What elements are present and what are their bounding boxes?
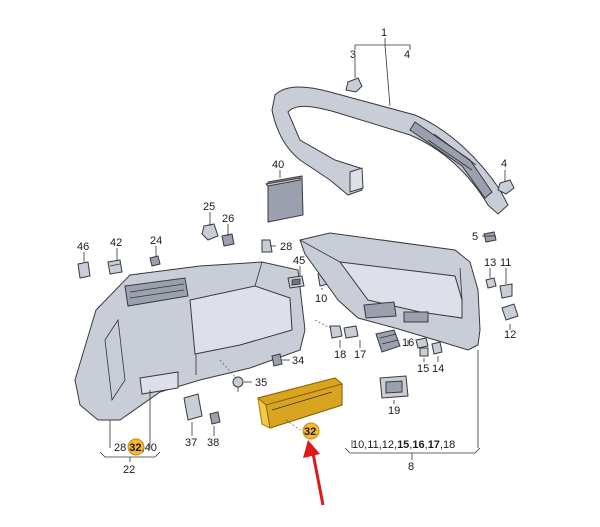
group8-part: 15 [397, 439, 409, 451]
part-38-screw [209, 411, 221, 425]
part-5-screw [483, 231, 497, 243]
part-46-clip [77, 261, 91, 279]
callout-18: 18 [334, 349, 346, 361]
part-32-storage-box [256, 377, 344, 429]
part-14-clip [431, 341, 443, 355]
callout-40: 40 [272, 159, 284, 171]
part-3-clip [345, 77, 363, 93]
callout-34: 34 [292, 355, 304, 367]
part-34-screw [271, 353, 283, 367]
group8-part: 17 [428, 439, 440, 451]
group22-highlight-text: 32 [129, 442, 141, 454]
callout-19: 19 [388, 405, 400, 417]
part-45-bracket [287, 275, 305, 289]
callout-4: 4 [501, 158, 507, 170]
group22-highlight [127, 438, 145, 456]
group22-label: 28 32,40 [114, 442, 157, 454]
callout-labels: 1 3 4 4 5 40 25 26 28 46 42 24 45 10 13 … [77, 27, 516, 476]
callout-42: 42 [110, 237, 122, 249]
callout-10: 10 [315, 293, 327, 305]
callout-32: 32 [304, 426, 316, 438]
callout-14: 14 [432, 363, 444, 375]
group8-part: , [425, 439, 428, 451]
part-18-clip [329, 325, 359, 339]
part-19-switch [379, 375, 409, 399]
callout-45: 45 [293, 255, 305, 267]
callout-4: 4 [404, 49, 410, 61]
callout-5: 5 [472, 231, 478, 243]
part-13-clip [485, 277, 497, 289]
callout-12: 12 [504, 329, 516, 341]
part-1-upper-trim [271, 86, 509, 215]
callout-13: 13 [484, 257, 496, 269]
leader-lines [83, 38, 511, 462]
callout-8: 8 [408, 461, 414, 473]
part-26-screw [221, 233, 235, 247]
part-40-panel [264, 175, 304, 223]
group8-part: 10,11,12, [352, 439, 397, 451]
callout-28: 28 [280, 241, 292, 253]
part-28-clip [261, 239, 273, 253]
part-35-clip [232, 376, 244, 392]
callout-46: 46 [77, 241, 89, 253]
part-16-clip [415, 337, 429, 349]
callout-24: 24 [150, 235, 162, 247]
part-22-side-trim [74, 261, 306, 421]
part-24-screw [149, 255, 161, 267]
callout-25: 25 [203, 201, 215, 213]
callout-1: 1 [381, 27, 387, 39]
red-arrow [303, 440, 325, 506]
part-15-clip [419, 347, 429, 357]
part-8-tailgate-trim [299, 232, 481, 351]
callout-17: 17 [354, 349, 366, 361]
callout-22: 22 [123, 464, 135, 476]
callout-15: 15 [417, 363, 429, 375]
group8-part: ,18 [440, 439, 455, 451]
group22-post: ,40 [142, 442, 157, 454]
group8-label: 10,11,12,15,16,17,18 [352, 439, 455, 451]
part-4-clip [497, 179, 515, 195]
part-17-vent [375, 329, 401, 353]
part-25-clip [201, 223, 219, 241]
group22-pre: 28 [114, 442, 129, 454]
part-12-clip [501, 303, 519, 321]
callout-37: 37 [185, 437, 197, 449]
callout-16: 16 [402, 337, 414, 349]
callout-26: 26 [222, 213, 234, 225]
callout-11: 11 [500, 257, 511, 269]
part-37-bracket [183, 393, 203, 421]
callout-32-highlight [302, 422, 320, 440]
callout-38: 38 [207, 437, 219, 449]
callout-35: 35 [255, 377, 267, 389]
part-11-clip [499, 283, 513, 299]
group8-part: , [409, 439, 412, 451]
group8-part: 16 [412, 439, 424, 451]
callout-3: 3 [350, 49, 356, 61]
part-42-clip [107, 259, 123, 275]
